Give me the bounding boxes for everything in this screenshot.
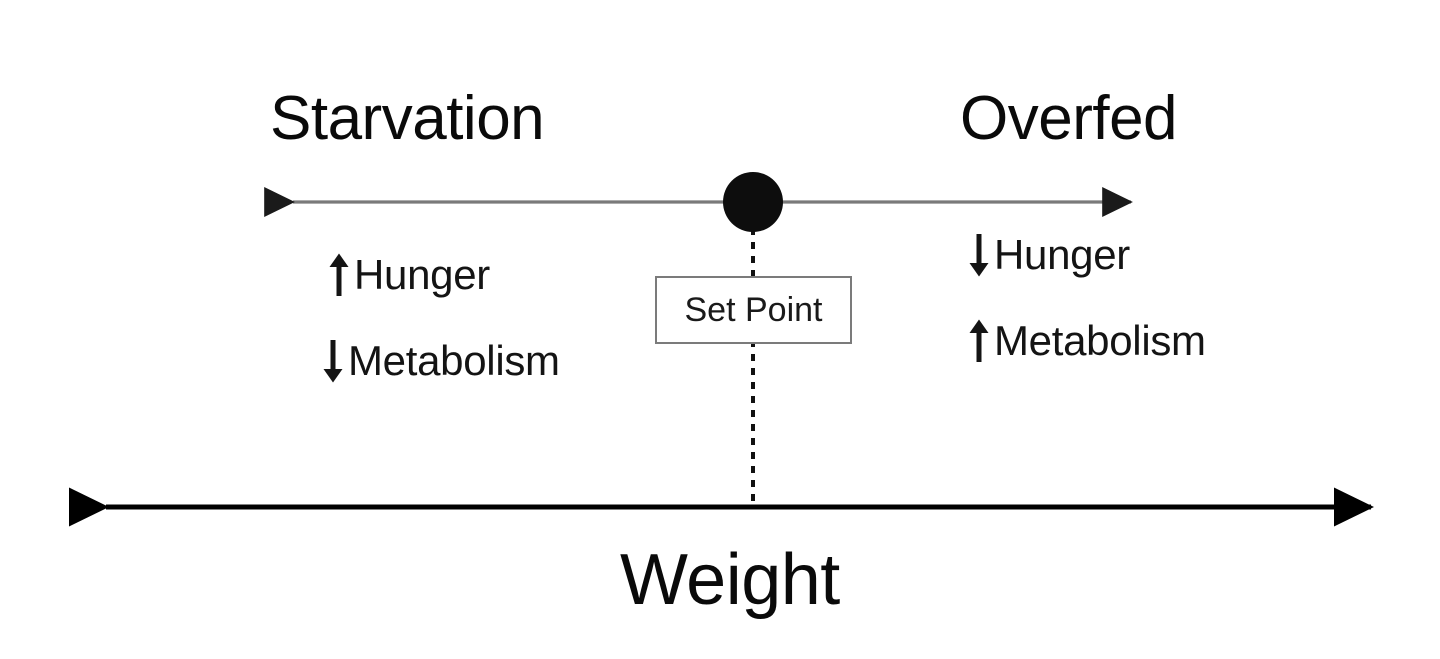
set-point-marker-circle [723,172,783,232]
arrow-down-icon [323,340,343,383]
set-point-box: Set Point [655,276,852,344]
set-point-label: Set Point [684,291,823,329]
effect-row-left-metabolism: Metabolism [320,338,560,384]
effect-label-right-hunger: Hunger [994,231,1130,278]
pole-label-starvation: Starvation [270,84,545,153]
arrow-down-icon [969,234,989,277]
arrow-up-icon [329,253,349,296]
effect-label-left-metabolism: Metabolism [348,337,560,384]
effect-label-right-metabolism: Metabolism [994,317,1206,364]
weight-axis-label: Weight [620,540,840,620]
effect-row-right-hunger: Hunger [966,232,1130,278]
pole-label-overfed: Overfed [960,84,1178,153]
effect-row-left-hunger: Hunger [326,252,490,298]
arrow-up-icon [969,319,989,362]
effect-label-left-hunger: Hunger [354,251,490,298]
effect-row-right-metabolism: Metabolism [966,318,1206,364]
